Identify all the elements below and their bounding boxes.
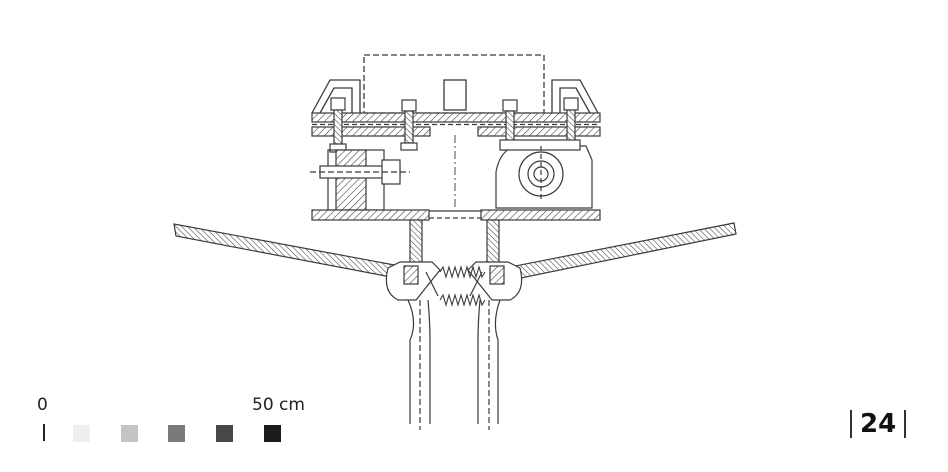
scale-max-label: 50 cm [252,395,305,415]
left-roller-assembly [310,149,410,211]
page-number-value: 24 [860,409,897,439]
page-number-right-rule [904,410,907,438]
conductor-legs [407,299,501,430]
springs [439,265,486,307]
scale-tick-mark [43,424,45,441]
top-plates [311,112,601,137]
scale-min-label: 0 [37,395,48,415]
side-arms [173,222,737,282]
scale-swatch-5 [264,425,281,442]
scale-swatch-1 [73,425,90,442]
lower-plates [311,209,601,221]
vertical-hangers [409,219,500,269]
scale-swatch-3 [168,425,185,442]
page-number: 24 [850,408,907,440]
clamps [385,261,523,301]
upper-frame [311,54,599,114]
right-pivot-assembly [495,139,593,209]
page-number-left-rule [850,410,852,438]
scale-swatch-4 [216,425,233,442]
bolts [329,97,580,153]
scale-swatch-2 [121,425,138,442]
